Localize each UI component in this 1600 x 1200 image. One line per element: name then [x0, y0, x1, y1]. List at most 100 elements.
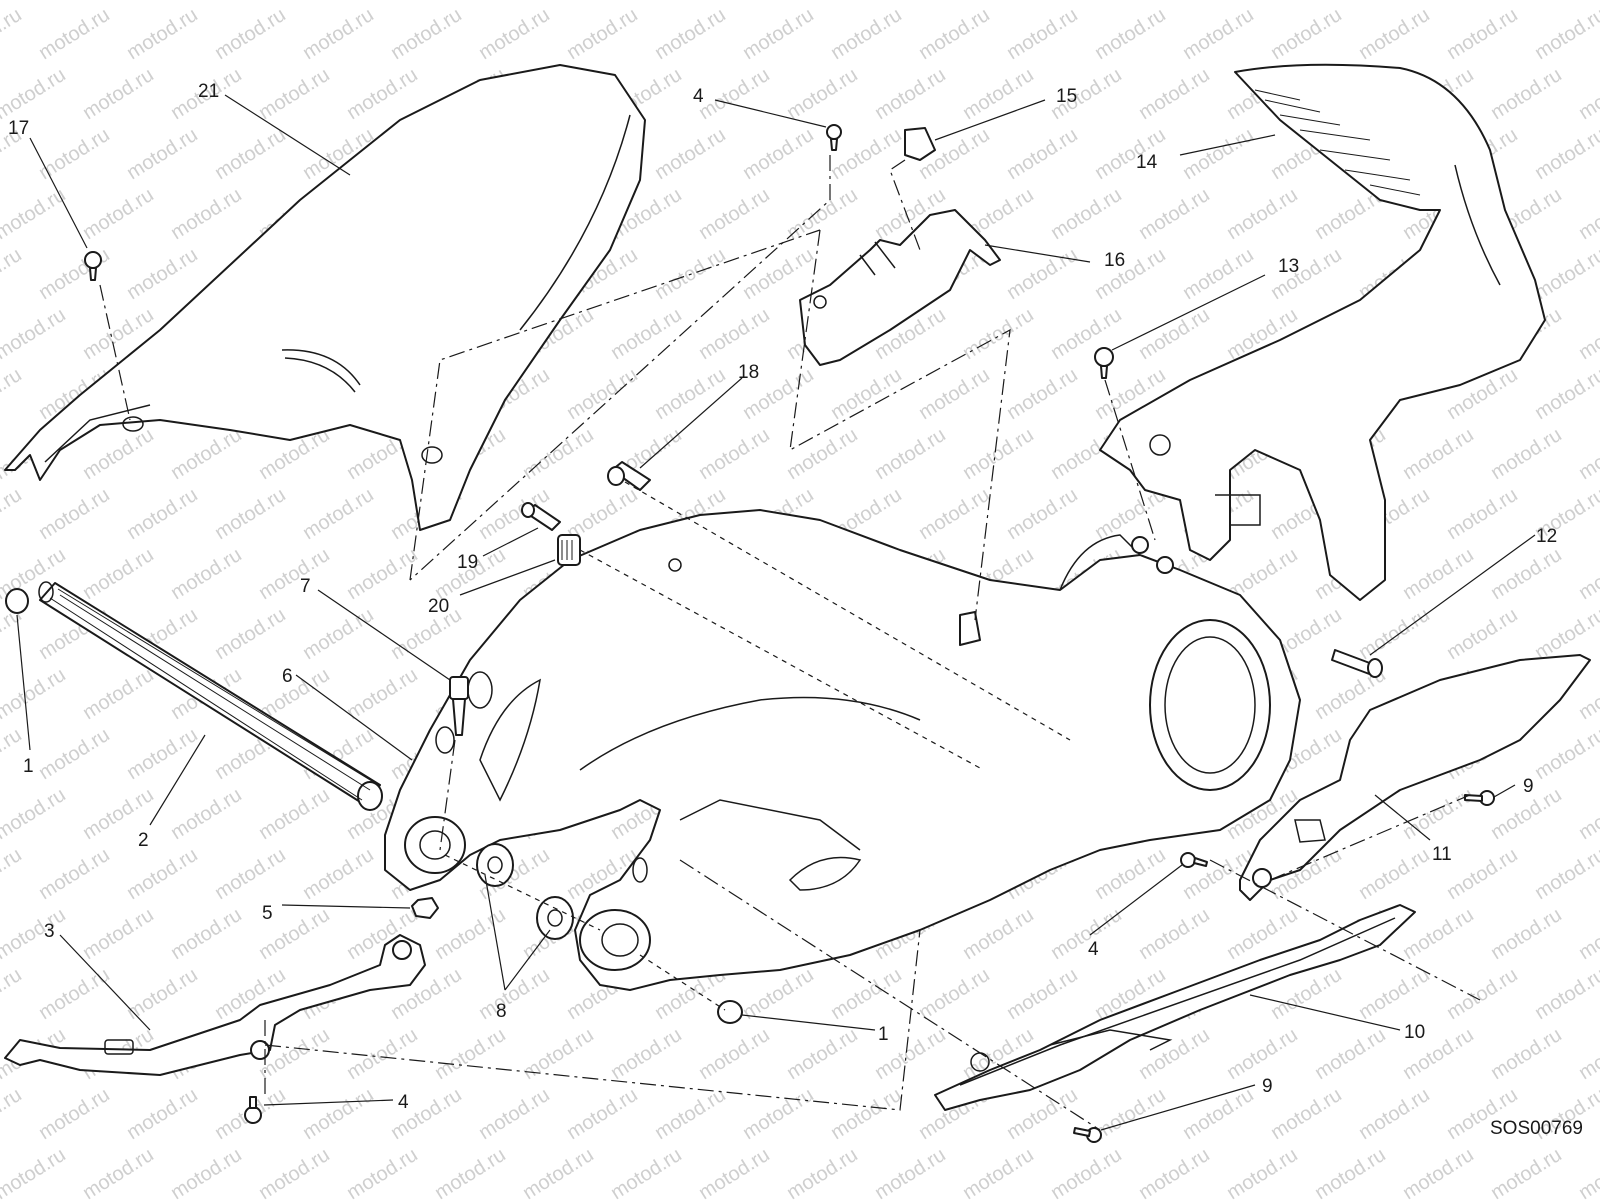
- callout-9-bottom[interactable]: 9: [1262, 1076, 1273, 1097]
- watermark-text: motod.ru: [343, 664, 422, 724]
- callout-6[interactable]: 6: [282, 666, 293, 687]
- callout-15[interactable]: 15: [1056, 86, 1077, 107]
- watermark-text: motod.ru: [871, 64, 950, 124]
- watermark-text: motod.ru: [1135, 184, 1214, 244]
- callout-21[interactable]: 21: [198, 81, 219, 102]
- callout-16[interactable]: 16: [1104, 250, 1125, 271]
- part-8-washer-a[interactable]: [476, 843, 514, 887]
- callout-17[interactable]: 17: [8, 118, 29, 139]
- part-12-screw[interactable]: [1331, 649, 1383, 678]
- watermark-text: motod.ru: [79, 904, 158, 964]
- watermark-text: motod.ru: [1003, 4, 1082, 64]
- part-5-nut[interactable]: [411, 897, 439, 919]
- part-21-rear-fender[interactable]: [4, 64, 646, 531]
- callout-14[interactable]: 14: [1136, 152, 1158, 173]
- watermark-text: motod.ru: [1179, 1084, 1258, 1144]
- part-6-swingarm[interactable]: [384, 509, 1301, 991]
- watermark-text: motod.ru: [959, 64, 1038, 124]
- watermark-text: motod.ru: [343, 544, 422, 604]
- part-9-screw-right[interactable]: [1464, 790, 1495, 806]
- watermark-text: motod.ru: [1531, 724, 1600, 784]
- watermark-text: motod.ru: [1179, 124, 1258, 184]
- callout-10[interactable]: 10: [1404, 1022, 1425, 1043]
- callout-9-right[interactable]: 9: [1523, 776, 1534, 797]
- callout-5[interactable]: 5: [262, 903, 273, 924]
- part-18-spacer[interactable]: [607, 461, 651, 491]
- watermark-text: motod.ru: [0, 304, 70, 364]
- watermark-text: motod.ru: [1531, 4, 1600, 64]
- part-2-axle[interactable]: [38, 581, 383, 811]
- watermark-text: motod.ru: [1003, 484, 1082, 544]
- watermark-text: motod.ru: [299, 604, 378, 664]
- callout-2[interactable]: 2: [138, 830, 149, 851]
- watermark-text: motod.ru: [1575, 0, 1600, 4]
- watermark-text: motod.ru: [1399, 784, 1478, 844]
- part-17-screw[interactable]: [84, 251, 102, 281]
- watermark-text: motod.ru: [739, 4, 818, 64]
- watermark-text: motod.ru: [739, 1084, 818, 1144]
- watermark-text: motod.ru: [1399, 0, 1478, 4]
- watermark-text: motod.ru: [1443, 4, 1522, 64]
- part-7-bolt[interactable]: [449, 676, 469, 736]
- watermark-text: motod.ru: [1135, 64, 1214, 124]
- part-8-washer-b[interactable]: [536, 896, 574, 940]
- part-16-bracket[interactable]: [799, 209, 1001, 366]
- watermark-text: motod.ru: [739, 244, 818, 304]
- watermark-text: motod.ru: [1487, 0, 1566, 4]
- part-4-screw-top[interactable]: [826, 124, 842, 151]
- watermark-text: motod.ru: [651, 1084, 730, 1144]
- watermark-text: motod.ru: [783, 64, 862, 124]
- watermark-text: motod.ru: [0, 0, 70, 4]
- callout-1-left[interactable]: 1: [23, 756, 34, 777]
- callout-20[interactable]: 20: [428, 596, 449, 617]
- watermark-text: motod.ru: [915, 4, 994, 64]
- part-15-clip[interactable]: [904, 127, 936, 161]
- part-1-bush-left[interactable]: [5, 588, 29, 614]
- part-20-nut[interactable]: [557, 534, 581, 566]
- part-4-screw-bottom[interactable]: [244, 1096, 262, 1124]
- watermark-text: motod.ru: [1531, 244, 1600, 304]
- watermark-text: motod.ru: [255, 1144, 334, 1200]
- watermark-text: motod.ru: [0, 364, 26, 424]
- watermark-text: motod.ru: [915, 964, 994, 1024]
- watermark-text: motod.ru: [563, 4, 642, 64]
- callout-7[interactable]: 7: [300, 576, 311, 597]
- watermark-text: motod.ru: [1443, 964, 1522, 1024]
- callout-11[interactable]: 11: [1432, 844, 1452, 865]
- part-1-bush-right[interactable]: [717, 1000, 743, 1024]
- callout-3[interactable]: 3: [44, 921, 55, 942]
- watermark-text: motod.ru: [0, 4, 26, 64]
- watermark-text: motod.ru: [431, 1144, 510, 1200]
- watermark-text: motod.ru: [783, 0, 862, 4]
- watermark-text: motod.ru: [959, 0, 1038, 4]
- watermark-text: motod.ru: [783, 184, 862, 244]
- part-14-cover[interactable]: [1099, 63, 1546, 601]
- callout-4-bottom[interactable]: 4: [398, 1092, 409, 1113]
- callout-8[interactable]: 8: [496, 1001, 507, 1022]
- part-19-screw[interactable]: [521, 502, 561, 531]
- callout-12[interactable]: 12: [1536, 526, 1557, 547]
- part-4-screw-right[interactable]: [1180, 852, 1208, 868]
- part-3-chain-guide[interactable]: [4, 934, 426, 1076]
- watermark-text: motod.ru: [827, 364, 906, 424]
- watermark-text: motod.ru: [1487, 64, 1566, 124]
- watermark-text: motod.ru: [0, 1144, 70, 1200]
- callout-19[interactable]: 19: [457, 552, 478, 573]
- callout-13[interactable]: 13: [1278, 256, 1299, 277]
- watermark-text: motod.ru: [1267, 4, 1346, 64]
- callout-4-top[interactable]: 4: [693, 86, 704, 107]
- watermark-text: motod.ru: [695, 424, 774, 484]
- callout-1-right[interactable]: 1: [878, 1024, 889, 1045]
- watermark-text: motod.ru: [167, 544, 246, 604]
- part-10-chain-slider[interactable]: [934, 904, 1416, 1111]
- watermark-text: motod.ru: [123, 1084, 202, 1144]
- callout-4-mid[interactable]: 4: [1088, 939, 1099, 960]
- watermark-text: motod.ru: [1487, 1024, 1566, 1084]
- watermark-text: motod.ru: [167, 0, 246, 4]
- part-13-screw[interactable]: [1094, 347, 1114, 379]
- watermark-text: motod.ru: [1135, 904, 1214, 964]
- callout-18[interactable]: 18: [738, 362, 759, 383]
- part-9-screw-bottom[interactable]: [1073, 1127, 1102, 1143]
- watermark-text: motod.ru: [1531, 604, 1600, 664]
